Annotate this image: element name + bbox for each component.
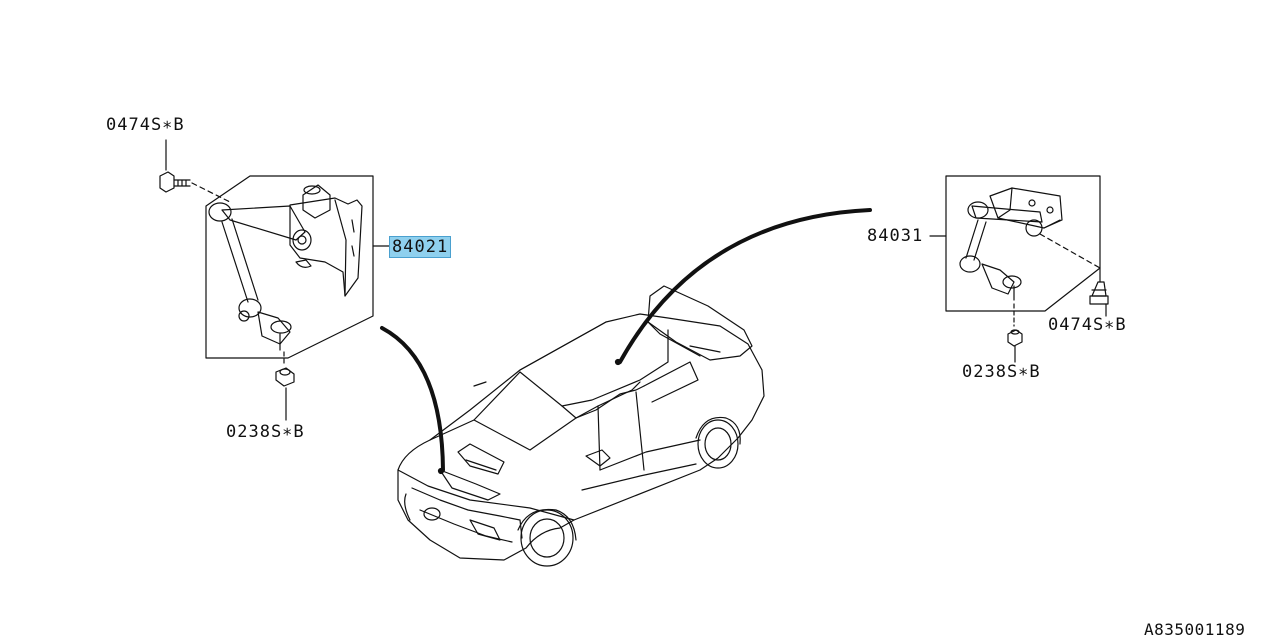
callout-rear-bolt[interactable]: 0474S∗B (1048, 315, 1127, 335)
front-nut-glyph (275, 367, 295, 387)
rear-box-frame (945, 175, 1101, 312)
callout-rear-nut[interactable]: 0238S∗B (962, 362, 1041, 382)
car-body (397, 313, 765, 561)
rear-locator-swoosh (618, 208, 872, 364)
car-spoiler (647, 285, 753, 361)
rear-bolt-glyph (1091, 281, 1107, 297)
front-box-frame (205, 175, 374, 359)
front-bracket (289, 197, 363, 297)
car-rear-wheel (697, 419, 739, 469)
front-sensor-assembly (159, 139, 390, 421)
callout-front-nut[interactable]: 0238S∗B (226, 422, 305, 442)
front-bolt-glyph (159, 171, 175, 193)
front-locator-swoosh (380, 326, 445, 472)
vehicle-illustration (397, 285, 765, 567)
rear-sensor-assembly (929, 175, 1109, 363)
callout-rear-part[interactable]: 84031 (867, 226, 924, 246)
callout-front-part[interactable]: 84021 (389, 236, 452, 258)
rear-nut-glyph (1007, 329, 1023, 347)
callout-front-bolt[interactable]: 0474S∗B (106, 115, 185, 135)
diagram-id: A835001189 (1144, 620, 1246, 639)
